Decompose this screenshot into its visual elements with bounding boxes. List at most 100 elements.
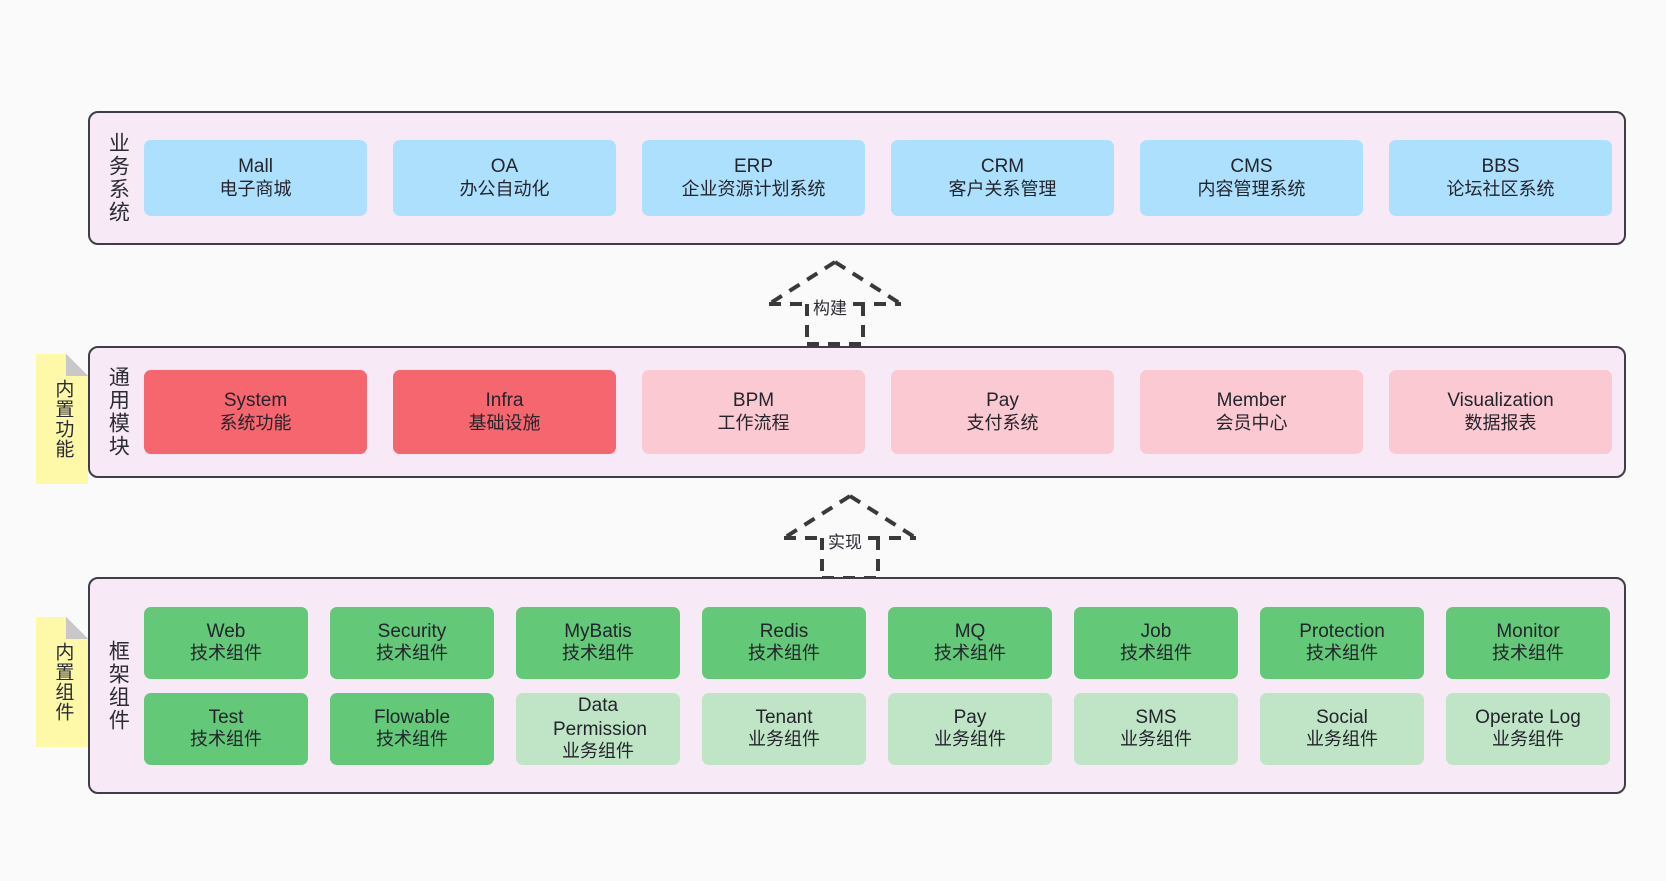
- node-title-en: Job: [1140, 620, 1172, 642]
- node-title-en: CMS: [1230, 156, 1273, 178]
- node-infra[interactable]: Infra 基础设施: [393, 370, 616, 454]
- folded-corner-icon: [66, 617, 88, 639]
- node-title-en: Monitor: [1496, 620, 1560, 642]
- node-title-cn: 业务组件: [1306, 729, 1378, 750]
- common-module-row: System 系统功能 Infra 基础设施 BPM 工作流程 Pay 支付系统…: [144, 370, 1612, 454]
- node-member[interactable]: Member 会员中心: [1140, 370, 1363, 454]
- node-title-cn: 业务组件: [934, 729, 1006, 750]
- node-title-cn: 技术组件: [1120, 643, 1192, 664]
- connector-label-build: 构建: [810, 294, 850, 319]
- node-title-cn: 技术组件: [190, 729, 262, 750]
- node-title-en: Infra: [485, 390, 524, 412]
- node-title-cn: 技术组件: [190, 643, 262, 664]
- node-data-permission[interactable]: Data Permission 业务组件: [516, 692, 680, 765]
- node-title-en: ERP: [733, 156, 774, 178]
- node-title-en: SMS: [1135, 706, 1177, 728]
- node-title-en: Redis: [759, 620, 809, 642]
- node-title-cn: 技术组件: [562, 643, 634, 664]
- node-title-cn: 内容管理系统: [1197, 178, 1306, 199]
- folded-corner-icon: [66, 354, 88, 376]
- connector-label-implement: 实现: [825, 528, 865, 553]
- layer-business-system: 业务系统 Mall 电子商城 OA 办公自动化 ERP 企业资源计划系统 CRM…: [88, 111, 1626, 245]
- node-title-cn: 论坛社区系统: [1446, 178, 1555, 199]
- layer-title-business-system: 业务系统: [106, 132, 130, 224]
- node-title-en: Tenant: [755, 706, 813, 728]
- node-title-en: Mall: [238, 156, 273, 178]
- node-visualization[interactable]: Visualization 数据报表: [1389, 370, 1612, 454]
- node-title-cn: 技术组件: [376, 729, 448, 750]
- node-title-en: Member: [1216, 390, 1287, 412]
- node-title-en: BPM: [732, 390, 775, 412]
- node-redis[interactable]: Redis 技术组件: [702, 606, 866, 679]
- node-title-en: Visualization: [1447, 390, 1554, 412]
- layer-common-module: 通用模块 System 系统功能 Infra 基础设施 BPM 工作流程 Pay…: [88, 346, 1626, 478]
- node-flowable[interactable]: Flowable 技术组件: [330, 692, 494, 765]
- node-title-cn: 技术组件: [934, 643, 1006, 664]
- sticky-note-label: 内置功能: [52, 379, 74, 459]
- node-bpm[interactable]: BPM 工作流程: [642, 370, 865, 454]
- sticky-note-builtin-component: 内置组件: [36, 617, 88, 747]
- node-title-cn: 电子商城: [219, 178, 292, 199]
- node-title-en: CRM: [980, 156, 1025, 178]
- node-title-en: Security: [377, 620, 447, 642]
- node-title-cn: 技术组件: [1306, 643, 1378, 664]
- connector-implement: 实现: [770, 492, 930, 580]
- node-title-en: Social: [1316, 706, 1368, 728]
- framework-business-row: Test 技术组件 Flowable 技术组件 Data Permission …: [144, 692, 1610, 765]
- node-title-cn: 客户关系管理: [948, 178, 1057, 199]
- node-job[interactable]: Job 技术组件: [1074, 606, 1238, 679]
- node-bbs[interactable]: BBS 论坛社区系统: [1389, 140, 1612, 216]
- node-title-en: System: [223, 390, 288, 412]
- node-title-en: OA: [490, 156, 519, 178]
- node-title-cn: 业务组件: [1492, 729, 1564, 750]
- node-title-en: BBS: [1481, 156, 1520, 178]
- node-title-en: Web: [206, 620, 246, 642]
- node-erp[interactable]: ERP 企业资源计划系统: [642, 140, 865, 216]
- sticky-note-label: 内置组件: [52, 642, 74, 722]
- node-security[interactable]: Security 技术组件: [330, 606, 494, 679]
- node-mall[interactable]: Mall 电子商城: [144, 140, 367, 216]
- node-cms[interactable]: CMS 内容管理系统: [1140, 140, 1363, 216]
- node-mybatis[interactable]: MyBatis 技术组件: [516, 606, 680, 679]
- node-pay-module[interactable]: Pay 支付系统: [891, 370, 1114, 454]
- node-title-cn: 技术组件: [1492, 643, 1564, 664]
- node-title-cn: 业务组件: [562, 740, 634, 761]
- node-title-cn: 基础设施: [468, 412, 541, 433]
- framework-tech-row: Web 技术组件 Security 技术组件 MyBatis 技术组件 Redi…: [144, 606, 1610, 679]
- node-title-cn: 技术组件: [376, 643, 448, 664]
- node-mq[interactable]: MQ 技术组件: [888, 606, 1052, 679]
- node-monitor[interactable]: Monitor 技术组件: [1446, 606, 1610, 679]
- layer-framework-component: 框架组件 Web 技术组件 Security 技术组件 MyBatis 技术组件…: [88, 577, 1626, 794]
- node-sms[interactable]: SMS 业务组件: [1074, 692, 1238, 765]
- node-title-cn: 技术组件: [748, 643, 820, 664]
- node-title-cn: 系统功能: [219, 412, 292, 433]
- node-pay-component[interactable]: Pay 业务组件: [888, 692, 1052, 765]
- node-title-cn: 业务组件: [748, 729, 820, 750]
- node-title-en: MQ: [954, 620, 986, 642]
- sticky-note-builtin-function: 内置功能: [36, 354, 88, 484]
- node-web[interactable]: Web 技术组件: [144, 606, 308, 679]
- node-operate-log[interactable]: Operate Log 业务组件: [1446, 692, 1610, 765]
- node-title-cn: 数据报表: [1464, 412, 1537, 433]
- node-title-cn: 业务组件: [1120, 729, 1192, 750]
- node-title-en: Operate Log: [1475, 706, 1581, 728]
- node-title-cn: 办公自动化: [459, 178, 550, 199]
- connector-build: 构建: [755, 258, 915, 346]
- node-oa[interactable]: OA 办公自动化: [393, 140, 616, 216]
- node-title-en: Data Permission: [553, 695, 647, 740]
- layer-title-framework-component: 框架组件: [106, 639, 130, 732]
- node-title-cn: 企业资源计划系统: [681, 178, 826, 199]
- node-title-en: Pay: [953, 706, 987, 728]
- node-tenant[interactable]: Tenant 业务组件: [702, 692, 866, 765]
- node-title-cn: 支付系统: [966, 412, 1039, 433]
- node-title-cn: 会员中心: [1215, 412, 1288, 433]
- node-title-en: Test: [208, 706, 244, 728]
- node-title-en: Protection: [1299, 620, 1385, 642]
- node-test[interactable]: Test 技术组件: [144, 692, 308, 765]
- node-crm[interactable]: CRM 客户关系管理: [891, 140, 1114, 216]
- node-title-en: MyBatis: [564, 620, 632, 642]
- node-social[interactable]: Social 业务组件: [1260, 692, 1424, 765]
- node-protection[interactable]: Protection 技术组件: [1260, 606, 1424, 679]
- node-system[interactable]: System 系统功能: [144, 370, 367, 454]
